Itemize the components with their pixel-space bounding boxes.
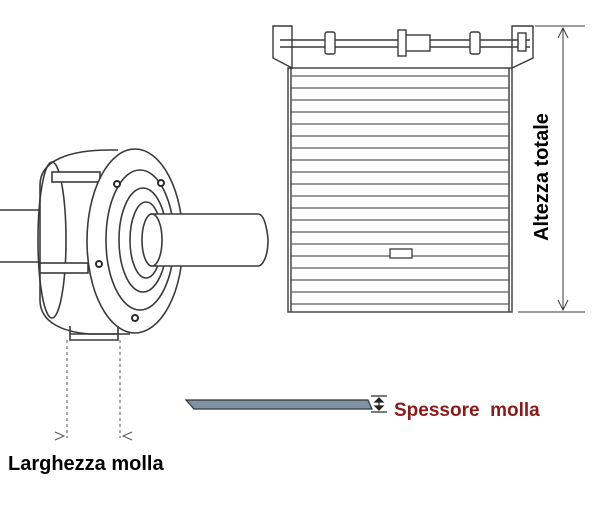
spring-strip <box>184 399 373 410</box>
spring-width-label: Larghezza molla <box>8 453 164 475</box>
total-height-label: Altezza totale <box>531 113 553 241</box>
spring-thickness-label: Spessore molla <box>394 400 540 421</box>
spring-thickness-dimension <box>371 395 387 413</box>
shutter-slats <box>291 75 509 305</box>
total-height-dimension <box>518 25 585 313</box>
spring-drum-assembly <box>0 148 269 341</box>
spring-width-arrows <box>54 431 133 441</box>
flange-bolts <box>95 179 165 322</box>
roller-shutter <box>272 25 534 313</box>
shutter-lock <box>389 248 413 259</box>
spring-width-dimension <box>66 340 121 438</box>
